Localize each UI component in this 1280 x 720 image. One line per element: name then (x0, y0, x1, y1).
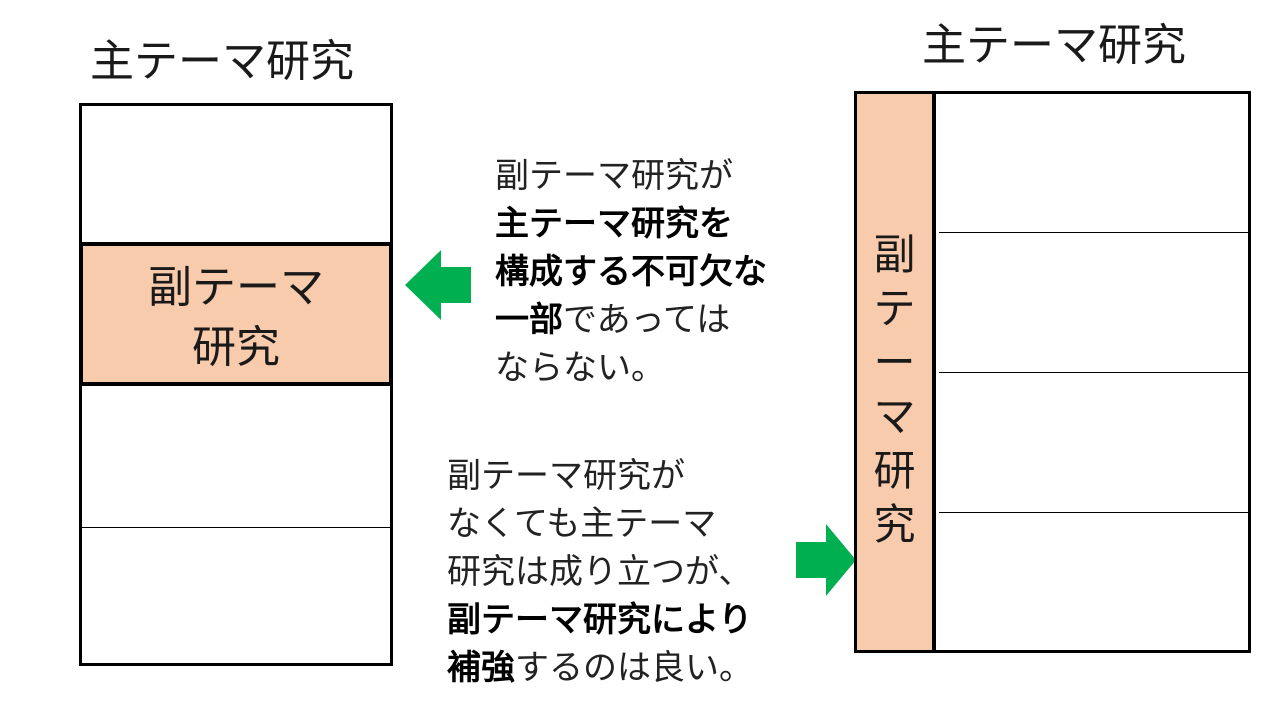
note-bottom-line1: 副テーマ研究が (447, 456, 685, 496)
left-sub-theme-label-line1: 副テーマ (148, 262, 324, 313)
right-sub-theme-label: 副テーマ研究 (857, 228, 932, 552)
note-top-line4-bold: 一部 (495, 300, 563, 340)
note-top-line2: 主テーマ研究を (495, 204, 733, 244)
left-sub-theme-block: 副テーマ 研究 (79, 242, 393, 386)
arrow-left-icon (405, 250, 471, 320)
note-bottom: 副テーマ研究が なくても主テーマ 研究は成り立つが、 副テーマ研究により 補強す… (447, 452, 753, 692)
left-sub-theme-label: 副テーマ 研究 (83, 258, 389, 378)
arrow-right-icon (796, 524, 856, 596)
right-sub-theme-strip: 副テーマ研究 (857, 94, 936, 650)
right-diagram-title: 主テーマ研究 (922, 20, 1186, 71)
note-top-line1: 副テーマ研究が (495, 156, 733, 196)
note-bottom-line2: なくても主テーマ (447, 504, 717, 544)
note-top: 副テーマ研究が 主テーマ研究を 構成する不可欠な 一部であっては ならない。 (495, 152, 767, 392)
note-bottom-line5: 補強するのは良い。 (447, 644, 753, 692)
note-bottom-line5-rest: するのは良い。 (515, 648, 753, 688)
note-top-line3: 構成する不可欠な (495, 252, 767, 292)
left-column-divider (82, 527, 390, 528)
left-diagram-title: 主テーマ研究 (90, 36, 354, 87)
right-sub-theme-label-char: マ (873, 392, 916, 441)
note-top-line5: ならない。 (495, 348, 665, 388)
note-bottom-line5-bold: 補強 (447, 648, 515, 688)
note-bottom-line4: 副テーマ研究により (447, 600, 753, 640)
right-sub-theme-label-char: 副 (873, 230, 916, 279)
right-main-theme-column: 副テーマ研究 (854, 91, 1251, 653)
right-sub-theme-label-char: テ (873, 284, 916, 333)
right-sub-theme-label-char: 究 (873, 500, 916, 549)
right-column-divider-3 (939, 512, 1248, 513)
right-column-divider-1 (939, 232, 1248, 233)
right-sub-theme-label-char: 研 (873, 446, 916, 495)
right-column-divider-2 (939, 372, 1248, 373)
left-sub-theme-label-line2: 研究 (192, 322, 280, 373)
note-bottom-line3: 研究は成り立つが、 (447, 552, 753, 592)
note-top-line4-rest: であっては (563, 300, 731, 340)
right-sub-theme-label-char: ー (873, 338, 916, 387)
note-top-line4: 一部であっては (495, 296, 767, 344)
